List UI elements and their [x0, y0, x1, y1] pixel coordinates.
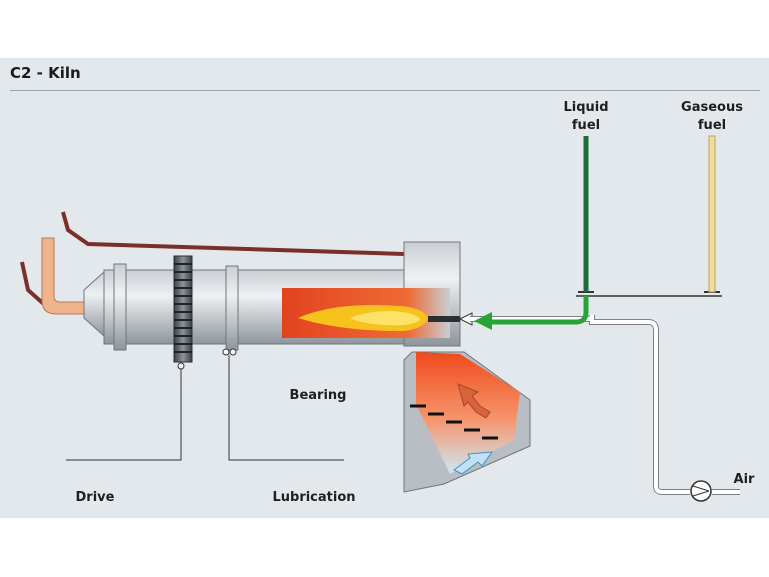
- clinker-flow-arrow: [457, 383, 491, 419]
- bearing-roller-right: [229, 348, 237, 356]
- clinker-cooler-chamber: [416, 352, 520, 474]
- page-title: C2 - Kiln: [10, 64, 81, 82]
- gaseous-fuel-label-line1: Gaseous: [681, 100, 743, 115]
- riding-ring-right: [225, 265, 239, 351]
- air-label: Air: [734, 472, 756, 487]
- girth-gear: [173, 255, 193, 363]
- feed-pipe: [41, 237, 85, 315]
- kiln-inlet-cone: [83, 270, 105, 338]
- title-divider: [10, 90, 760, 91]
- air-supply-line: [470, 314, 740, 495]
- liquid-fuel-label-line2: fuel: [572, 118, 600, 133]
- drive-label: Drive: [76, 490, 115, 505]
- gaseous-fuel-label-line2: fuel: [698, 118, 726, 133]
- fuel-flow-arrow: [474, 312, 492, 330]
- burner-lance: [428, 316, 460, 322]
- air-fan: [690, 480, 712, 502]
- bearing-roller-left: [222, 348, 230, 356]
- cooling-air-arrow: [453, 451, 494, 475]
- flame-highlight: [350, 311, 420, 326]
- riding-ring-left: [113, 263, 127, 351]
- exhaust-duct: [20, 211, 405, 308]
- fuel-flow-line: [490, 296, 589, 325]
- drive-pinion: [177, 362, 185, 370]
- drive-line: [66, 369, 182, 461]
- lubrication-line: [228, 355, 344, 461]
- gaseous-fuel-line: [708, 135, 716, 293]
- lubrication-label: Lubrication: [272, 490, 355, 505]
- cooler-grate: [410, 404, 498, 440]
- liquid-fuel-label-line1: Liquid: [563, 100, 608, 115]
- bearing-label: Bearing: [290, 388, 347, 403]
